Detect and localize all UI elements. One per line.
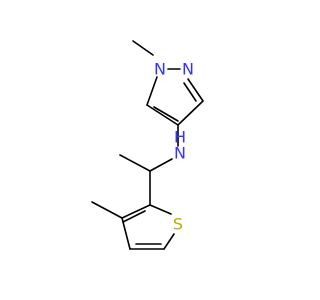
bond-thiophene-c3-c4 [121,217,131,250]
atom-label-h-amine: H [174,128,186,147]
atom-label-n-pyrazole-ring: N [182,60,194,79]
atom-label-s-thiophene: S [173,215,183,234]
bond-thiophene-c2-c3 [121,204,151,219]
bond-c3-n2 [187,78,204,102]
bond-ch-methyl [119,154,151,172]
bond-n1-c5 [146,76,158,106]
bond-amine-ch [149,158,173,172]
bond-thiophene-methyl [91,201,123,219]
atom-label-n-amine: N [174,144,186,163]
atom-label-n-pyrazole-methyl: N [154,60,166,79]
bond-c5-c4-inner [153,106,179,122]
bond-c3-n2-inner [183,82,197,102]
bond-c5-c4 [146,104,179,126]
molecule-structure: N N N H S [91,40,204,250]
bond-thiophene-c5-s [163,233,175,250]
bond-thiophene-c2-c3-inner [122,210,146,223]
bond-thiophene-s-c2 [149,204,172,215]
molecule-canvas: N N N H S [91,40,204,250]
bond-methyl-n1 [132,40,154,56]
bond-c4-c3 [177,100,204,126]
